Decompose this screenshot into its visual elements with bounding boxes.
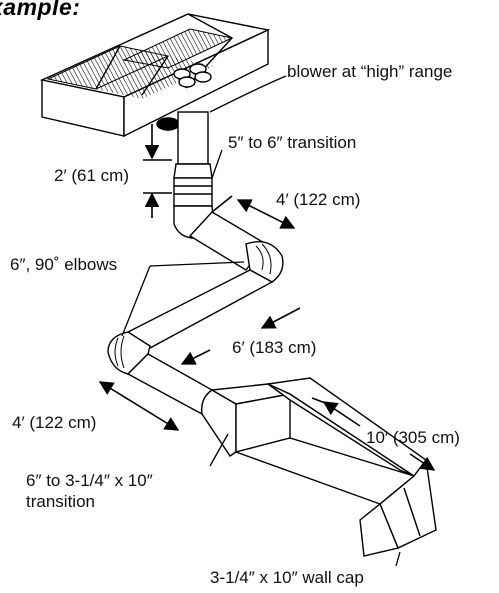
label-run-6ft: 6′ (183 cm) xyxy=(232,338,317,357)
label-transition-rect-line1: 6″ to 3-1/4″ x 10″ xyxy=(26,471,153,490)
dimension-2ft xyxy=(143,124,172,218)
label-run-4ft-upper: 4′ (122 cm) xyxy=(276,190,361,209)
label-run-10ft: 10′ (305 cm) xyxy=(366,428,460,447)
knob xyxy=(194,71,212,83)
label-elbows: 6″, 90˚ elbows xyxy=(10,255,118,274)
label-transition-5-6: 5″ to 6″ transition xyxy=(228,133,357,152)
dimension-6ft xyxy=(180,307,301,365)
label-wall-cap: 3-1/4″ x 10″ wall cap xyxy=(210,568,364,587)
label-blower: blower at “high” range xyxy=(287,62,453,81)
range-hood xyxy=(39,13,271,138)
dimension-4ft-lower xyxy=(98,381,180,431)
dimension-4ft-upper xyxy=(211,195,296,229)
leader-lines xyxy=(121,75,401,567)
elbow-middle xyxy=(245,241,284,283)
dimension-10ft xyxy=(311,397,436,471)
heading: xample: xyxy=(0,0,81,20)
label-transition-rect-line2: transition xyxy=(26,492,95,511)
duct-run-lower xyxy=(126,353,213,415)
vertical-duct xyxy=(173,111,213,207)
duct-rect-10ft xyxy=(233,377,427,505)
duct-run-6ft xyxy=(126,269,274,349)
label-run-4ft-lower: 4′ (122 cm) xyxy=(12,413,97,432)
label-height-2ft: 2′ (61 cm) xyxy=(54,166,129,185)
knob xyxy=(178,76,196,88)
wall-cap xyxy=(359,458,437,557)
